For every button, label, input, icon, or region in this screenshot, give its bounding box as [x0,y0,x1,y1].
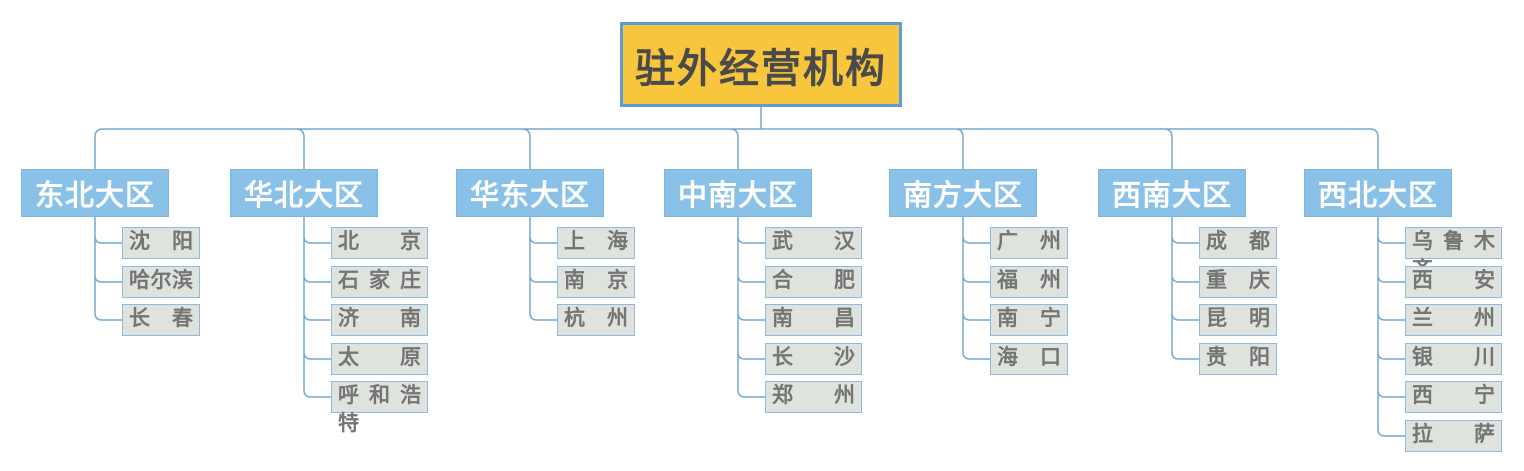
region-box-northeast[interactable]: 东北大区 [21,169,169,217]
city-box[interactable]: 兰州 [1405,304,1502,336]
region-box-east-china[interactable]: 华东大区 [456,169,604,217]
city-box[interactable]: 重庆 [1199,266,1277,298]
region-box-north-china[interactable]: 华北大区 [230,169,378,217]
city-box[interactable]: 西宁 [1405,381,1502,413]
region-box-south[interactable]: 南方大区 [889,169,1037,217]
region-box-southwest[interactable]: 西南大区 [1098,169,1246,217]
city-box[interactable]: 济南 [331,304,428,336]
city-box[interactable]: 呼和浩特 [331,381,428,435]
city-box[interactable]: 石家庄 [331,266,428,298]
city-box[interactable]: 南京 [557,266,635,298]
region-box-central-south[interactable]: 中南大区 [664,169,812,217]
city-box[interactable]: 太原 [331,343,428,375]
city-box[interactable]: 杭州 [557,304,635,336]
city-box[interactable]: 南昌 [765,304,862,336]
city-box[interactable]: 海口 [990,343,1068,375]
city-box[interactable]: 银川 [1405,343,1502,375]
city-box[interactable]: 北京 [331,227,428,259]
root-node[interactable]: 驻外经营机构 [620,22,902,107]
city-box[interactable]: 上海 [557,227,635,259]
city-box[interactable]: 广州 [990,227,1068,259]
city-box[interactable]: 长春 [122,304,200,336]
city-box[interactable]: 西安 [1405,266,1502,298]
city-box[interactable]: 武汉 [765,227,862,259]
city-box[interactable]: 合肥 [765,266,862,298]
city-box[interactable]: 郑州 [765,381,862,413]
city-box[interactable]: 福州 [990,266,1068,298]
city-box[interactable]: 昆明 [1199,304,1277,336]
city-box[interactable]: 南宁 [990,304,1068,336]
connector-lines [94,106,1405,437]
city-box[interactable]: 成都 [1199,227,1277,259]
city-box[interactable]: 拉萨 [1405,420,1502,452]
city-box[interactable]: 乌鲁木齐 [1405,227,1502,281]
city-box[interactable]: 沈阳 [122,227,200,259]
city-box[interactable]: 哈尔滨 [122,266,200,298]
city-box[interactable]: 长沙 [765,343,862,375]
region-box-northwest[interactable]: 西北大区 [1304,169,1452,217]
city-box[interactable]: 贵阳 [1199,343,1277,375]
